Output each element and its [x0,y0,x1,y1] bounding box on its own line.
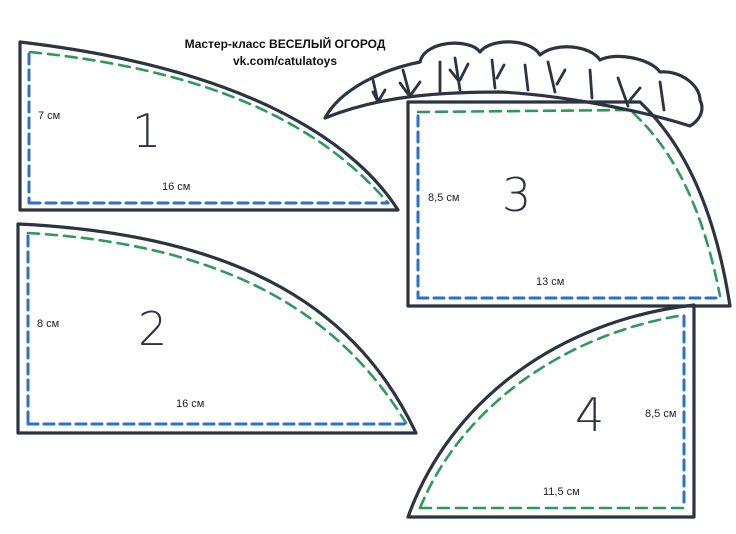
piece-1-width-label: 16 см [162,181,191,193]
piece-1-shape [18,40,400,212]
piece-3-shape [406,100,732,308]
piece-2-height-label: 8 см [37,318,60,330]
piece-4-width-label: 11,5 см [543,486,580,498]
piece-3-number: 3 [502,168,532,222]
piece-4-shape [406,303,696,519]
piece-3-width-label: 13 см [536,276,565,288]
garden-bed-decoration [323,40,704,128]
piece-4-height-label: 8,5 см [645,408,677,420]
header-title: Мастер-класс ВЕСЕЛЫЙ ОГОРОД [184,37,386,51]
header-subtitle: vk.com/catulatoys [232,54,338,68]
piece-4-number: 4 [575,388,605,442]
piece-2-width-label: 16 см [176,398,205,410]
piece-1-height-label: 7 см [38,110,61,122]
piece-2-number: 2 [138,302,168,356]
piece-1-number: 1 [132,104,162,158]
header: Мастер-класс ВЕСЕЛЫЙ ОГОРОД vk.com/catul… [0,36,570,70]
piece-3-height-label: 8,5 см [428,192,460,204]
piece-2-shape [16,222,418,435]
